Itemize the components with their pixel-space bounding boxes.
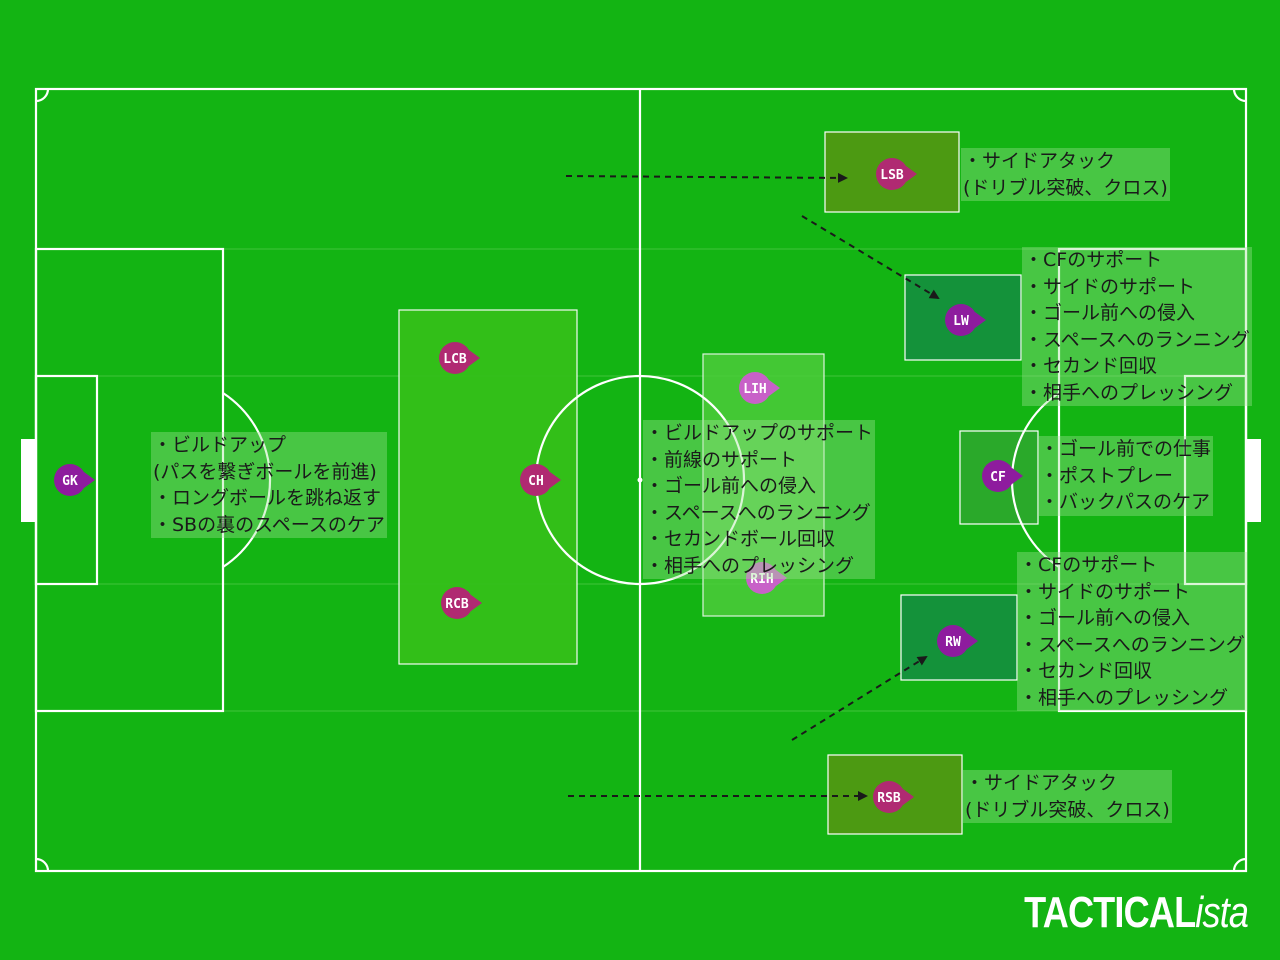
- player-direction-icon: [769, 380, 780, 396]
- player-label: LSB: [880, 168, 904, 183]
- note-line: (ドリブル突破、クロス): [965, 798, 1170, 821]
- goal-right: [1246, 439, 1261, 522]
- player-label: LCB: [443, 352, 467, 367]
- note-lsb: ・サイドアタック (ドリブル突破、クロス): [961, 148, 1170, 201]
- arrow-lw-run: [801, 215, 940, 300]
- note-line: ・ゴール前への侵入: [645, 475, 817, 497]
- player-label: CH: [528, 474, 544, 489]
- note-line: ・サイドのサポート: [1019, 580, 1191, 603]
- player-token: [873, 781, 905, 813]
- note-line: ・相手へのプレッシング: [1024, 381, 1234, 404]
- player-label: RCB: [445, 597, 469, 612]
- player-token: [945, 304, 977, 336]
- note-rsb: ・サイドアタック (ドリブル突破、クロス): [963, 770, 1172, 823]
- note-line: ・サイドアタック: [965, 772, 1118, 794]
- player-cf: CF: [982, 460, 1023, 492]
- player-direction-icon: [469, 350, 480, 366]
- center-spot: [637, 477, 643, 483]
- player-lih: LIH: [739, 372, 780, 404]
- note-rw: ・CFのサポート ・サイドのサポート ・ゴール前への侵入 ・スペースへのランニン…: [1017, 552, 1247, 711]
- note-line: ・バックパスのケア: [1040, 491, 1211, 513]
- note-line: ・サイドアタック: [963, 150, 1116, 172]
- player-token: [520, 464, 552, 496]
- player-label: LW: [953, 314, 969, 329]
- note-line: ・CFのサポート: [1019, 554, 1158, 576]
- note-line: ・ゴール前への侵入: [1019, 607, 1191, 629]
- logo-main: TACTICAL: [1023, 888, 1196, 937]
- note-line: ・ビルドアップ: [153, 434, 287, 456]
- player-token: [54, 464, 86, 496]
- player-direction-icon: [967, 633, 978, 649]
- player-label: CF: [990, 470, 1006, 485]
- note-line: ・相手へのプレッシング: [1019, 686, 1229, 709]
- player-token: [439, 342, 471, 374]
- tacticalista-logo: TACTICALista: [1023, 888, 1249, 938]
- note-mid: ・ビルドアップのサポート ・前線のサポート ・ゴール前への侵入 ・スペースへのラ…: [643, 420, 876, 579]
- player-direction-icon: [550, 472, 561, 488]
- note-line: ・セカンドボール回収: [645, 528, 836, 550]
- player-token: [937, 625, 969, 657]
- player-direction-icon: [975, 312, 986, 328]
- note-line: ・セカンド回収: [1019, 660, 1153, 682]
- note-line: ・相手へのプレッシング: [645, 554, 855, 577]
- player-rih: RIH: [746, 562, 787, 594]
- player-direction-icon: [776, 570, 787, 586]
- player-direction-icon: [84, 472, 95, 488]
- note-line: ・ビルドアップのサポート: [645, 422, 874, 444]
- arrow-rw-run: [791, 655, 928, 741]
- note-lw: ・CFのサポート ・サイドのサポート ・ゴール前への侵入 ・スペースへのランニン…: [1022, 247, 1252, 406]
- player-lsb: LSB: [876, 158, 917, 190]
- note-line: (パスを繋ぎボールを前進): [153, 460, 377, 483]
- player-direction-icon: [903, 789, 914, 805]
- player-ch: CH: [520, 464, 561, 496]
- players: GK LCB RCB CH LIH RIH LSB RSB LW RW CF: [54, 158, 1023, 813]
- note-line: ・スペースへのランニング: [645, 501, 871, 524]
- player-rcb: RCB: [441, 587, 482, 619]
- note-line: ・ポストプレー: [1040, 464, 1174, 487]
- player-label: RW: [945, 635, 961, 650]
- player-token: [739, 372, 771, 404]
- note-line: ・SBの裏のスペースのケア: [153, 513, 385, 536]
- player-rw: RW: [937, 625, 978, 657]
- note-line: ・ロングボールを跳ね返す: [153, 487, 382, 509]
- note-line: ・ゴール前での仕事: [1040, 438, 1212, 460]
- player-direction-icon: [471, 595, 482, 611]
- player-direction-icon: [1012, 468, 1023, 484]
- arrow-lsb-run: [565, 172, 848, 183]
- note-line: ・スペースへのランニング: [1019, 633, 1245, 656]
- player-lw: LW: [945, 304, 986, 336]
- player-lcb: LCB: [439, 342, 480, 374]
- note-line: ・セカンド回収: [1024, 355, 1158, 377]
- note-line: ・サイドのサポート: [1024, 275, 1196, 298]
- player-label: RIH: [750, 572, 773, 587]
- goal-left: [21, 439, 36, 522]
- player-rsb: RSB: [873, 781, 914, 813]
- note-line: (ドリブル突破、クロス): [963, 176, 1168, 199]
- player-token: [876, 158, 908, 190]
- player-token: [441, 587, 473, 619]
- player-token: [982, 460, 1014, 492]
- note-gk: ・ビルドアップ (パスを繋ぎボールを前進) ・ロングボールを跳ね返す ・SBの裏…: [151, 432, 387, 538]
- player-label: LIH: [743, 382, 766, 397]
- note-line: ・ゴール前への侵入: [1024, 302, 1196, 324]
- player-direction-icon: [906, 166, 917, 182]
- note-cf: ・ゴール前での仕事 ・ポストプレー ・バックパスのケア: [1038, 436, 1214, 516]
- note-line: ・前線のサポート: [645, 448, 798, 471]
- player-gk: GK: [54, 464, 95, 496]
- player-label: RSB: [877, 791, 901, 806]
- logo-suffix: ista: [1195, 888, 1249, 937]
- movement-arrows: [565, 172, 940, 801]
- note-line: ・CFのサポート: [1024, 249, 1163, 271]
- player-label: GK: [62, 474, 78, 489]
- note-line: ・スペースへのランニング: [1024, 328, 1250, 351]
- player-token: [746, 562, 778, 594]
